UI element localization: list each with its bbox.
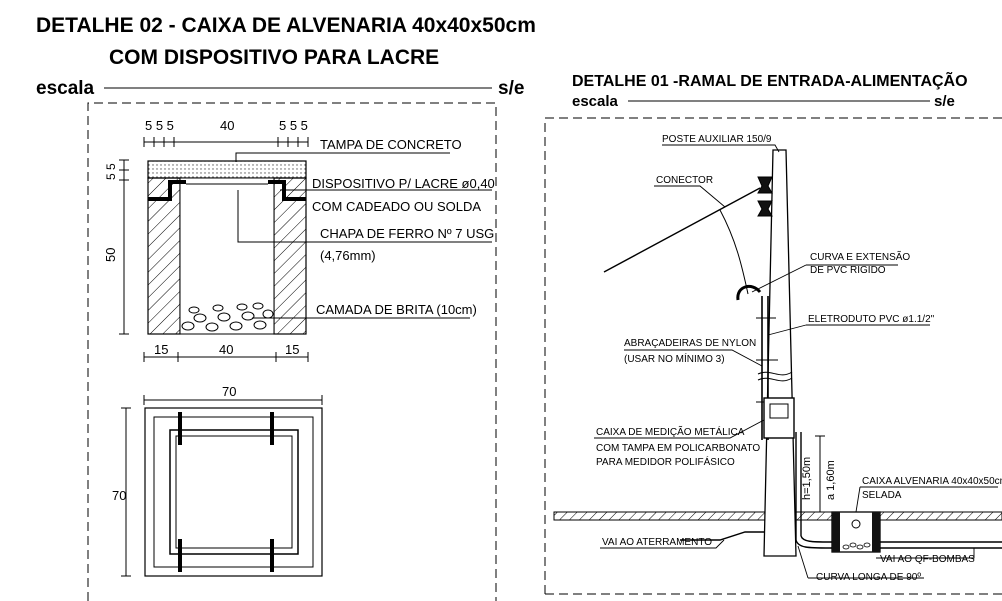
label-chapa: CHAPA DE FERRO Nº 7 USG <box>320 226 494 241</box>
detail02-title-line1: DETALHE 02 - CAIXA DE ALVENARIA 40x40x50… <box>36 14 536 37</box>
service-drop-cable <box>603 187 761 273</box>
label-caixa-2: COM TAMPA EM POLICARBONATO <box>596 443 760 454</box>
dim-left-50: 50 <box>103 248 118 262</box>
label-chapa-mm: (4,76mm) <box>320 248 376 263</box>
label-curva-2: DE PVC RIGIDO <box>810 265 886 276</box>
label-altura-1: h=1,50m <box>801 457 813 500</box>
dim-top-small-right: 5 5 5 <box>279 118 308 133</box>
label-curva-longa: CURVA LONGA DE 90º <box>816 572 921 583</box>
meter-window <box>769 403 789 419</box>
right-wall <box>273 177 307 335</box>
label-eletroduto: ELETRODUTO PVC ø1.1/2" <box>808 314 935 325</box>
label-poste: POSTE AUXILIAR 150/9 <box>662 134 772 145</box>
grounding-wire <box>680 531 764 541</box>
detail02-title-line2: COM DISPOSITIVO PARA LACRE <box>109 46 439 69</box>
label-abracadeiras-1: ABRAÇADEIRAS DE NYLON <box>624 338 756 349</box>
dim-plan-70-left: 70 <box>112 488 126 503</box>
label-alvenaria-1: CAIXA ALVENARIA 40x40x50cm <box>862 476 1002 487</box>
detail02-top-dimensions <box>143 137 309 147</box>
plan-height-dimension <box>121 407 131 577</box>
detail01-scale-label: escala <box>572 93 619 110</box>
box-conductor <box>851 519 861 529</box>
dim-bottom-15-left: 15 <box>154 342 168 357</box>
label-brita: CAMADA DE BRITA (10cm) <box>316 302 477 317</box>
detail02-scale-label: escala <box>36 78 95 99</box>
detail01-title: DETALHE 01 -RAMAL DE ENTRADA-ALIMENTAÇÃO <box>572 70 968 90</box>
label-alvenaria-2: SELADA <box>862 490 902 501</box>
label-qf-bombas: VAI AO QF-BOMBAS <box>880 554 975 565</box>
dim-top-small-left: 5 5 5 <box>145 118 174 133</box>
masonry-box-wall-left <box>832 512 840 552</box>
detail01-leaders <box>594 144 998 579</box>
label-curva-1: CURVA E EXTENSÃO <box>810 250 910 263</box>
label-cadeado: COM CADEADO OU SOLDA <box>312 199 481 214</box>
pvc-curve <box>736 284 762 301</box>
gravel-layer <box>181 302 274 332</box>
label-caixa-3: PARA MEDIDOR POLIFÁSICO <box>596 455 735 468</box>
label-conector: CONECTOR <box>656 175 713 186</box>
label-dispositivo: DISPOSITIVO P/ LACRE ø0,40 <box>312 176 495 191</box>
label-altura-2: a 1,60m <box>825 460 837 500</box>
detail02-bottom-dimensions <box>143 352 309 362</box>
detail02-frame <box>87 102 497 601</box>
plan-view-box <box>144 407 323 577</box>
dim-left-small: 5 5 <box>104 163 118 180</box>
underground-conduit-top <box>800 535 1002 543</box>
label-abracadeiras-2: (USAR NO MÍNIMO 3) <box>624 352 725 365</box>
height-dimension <box>815 435 825 513</box>
box-gravel <box>842 542 871 550</box>
detail01-scale-value: s/e <box>934 93 955 110</box>
label-aterramento: VAI AO ATERRAMENTO <box>602 537 712 548</box>
dim-top-40: 40 <box>220 118 234 133</box>
connector-cable <box>719 209 749 295</box>
dim-bottom-40: 40 <box>219 342 233 357</box>
iron-plate-left <box>148 180 186 201</box>
detail01-frame <box>544 117 1002 594</box>
dim-plan-70-top: 70 <box>222 384 236 399</box>
underground-conduit-bottom <box>795 539 1002 549</box>
label-caixa-1: CAIXA DE MEDIÇÃO METÁLICA <box>596 425 745 438</box>
left-wall <box>147 177 181 335</box>
insulators <box>757 176 773 217</box>
box-cavity <box>179 177 275 335</box>
masonry-box-wall-right <box>872 512 880 552</box>
label-tampa: TAMPA DE CONCRETO <box>320 137 462 152</box>
detail02-leaders <box>235 152 492 319</box>
plan-width-dimension <box>143 395 323 405</box>
dim-bottom-15-right: 15 <box>285 342 299 357</box>
detail02-left-dimensions <box>119 159 129 335</box>
detail02-scale-value: s/e <box>498 78 524 99</box>
concrete-lid <box>147 160 307 179</box>
